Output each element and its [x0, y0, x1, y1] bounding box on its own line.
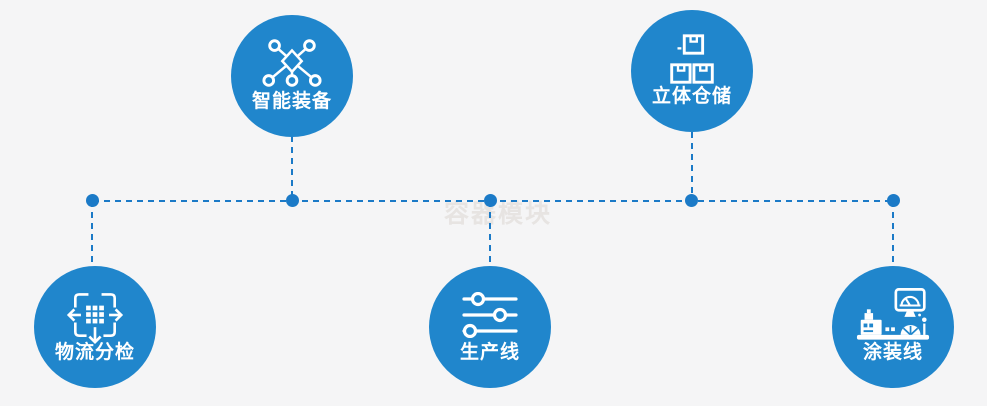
connector-vertical-painting-line — [892, 201, 894, 266]
junction-dot — [286, 194, 299, 207]
stacked-boxes-icon — [663, 30, 721, 88]
node-painting-line: 涂装线 — [832, 266, 954, 388]
junction-dot — [484, 194, 497, 207]
node-label: 生产线 — [459, 342, 520, 363]
node-stereoscopic-warehouse: 立体仓储 — [631, 10, 753, 132]
paint-machine-icon — [856, 286, 930, 344]
junction-dot — [685, 194, 698, 207]
node-label: 立体仓储 — [651, 86, 732, 107]
junction-dot — [86, 194, 99, 207]
junction-dot — [887, 194, 900, 207]
connector-vertical-warehouse — [691, 132, 693, 201]
node-logistics-sorting: 物流分检 — [34, 266, 156, 388]
node-label: 涂装线 — [862, 342, 923, 363]
node-production-line: 生产线 — [429, 266, 551, 388]
connector-vertical-smart-equipment — [291, 136, 293, 201]
watermark: 容器模块 — [444, 200, 553, 228]
connector-vertical-logistics — [91, 201, 93, 266]
node-label: 智能装备 — [251, 91, 332, 112]
sliders-icon — [461, 286, 519, 344]
network-nodes-icon — [261, 35, 323, 93]
node-label: 物流分检 — [54, 342, 135, 363]
connector-vertical-production-line — [489, 201, 491, 266]
distribute-arrows-icon — [65, 286, 125, 345]
node-smart-equipment: 智能装备 — [231, 15, 353, 137]
